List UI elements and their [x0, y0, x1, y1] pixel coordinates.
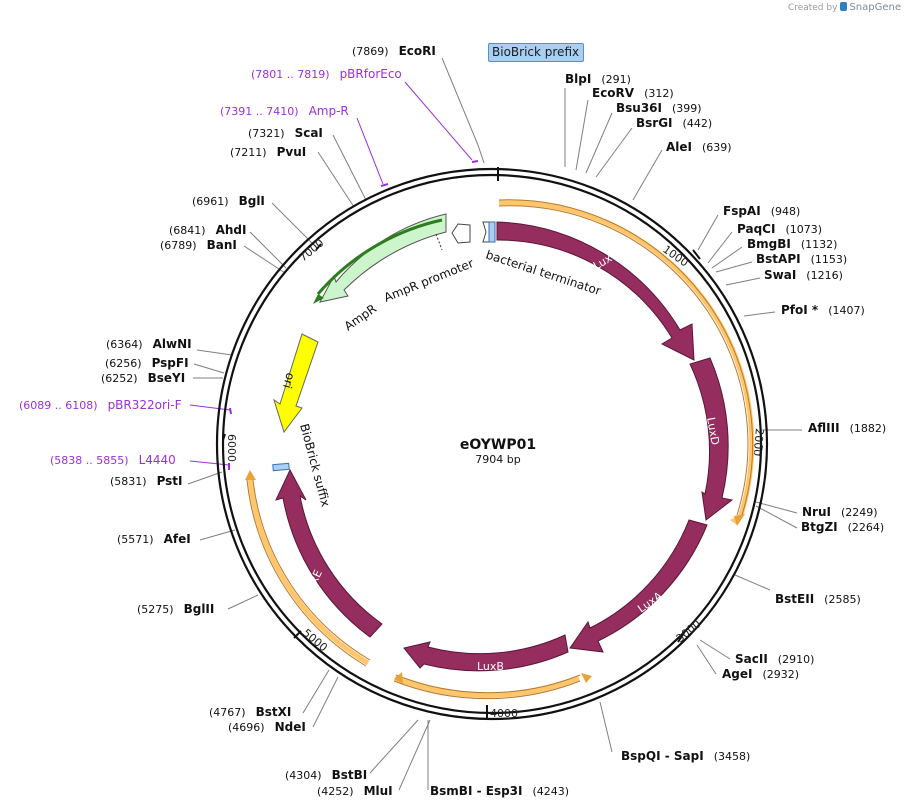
- site-bsmbi: BsmBI - Esp3I(4243): [430, 784, 569, 798]
- ampr-promoter-label: AmpR promoter: [382, 256, 476, 305]
- primer-ampr: (7391 .. 7410)Amp-R: [220, 104, 349, 118]
- tick-4000: 4000: [490, 707, 518, 720]
- luxe-arrow: [275, 468, 383, 638]
- ampr-label: AmpR: [342, 301, 379, 333]
- site-bsu36i: Bsu36I(399): [616, 101, 702, 115]
- site-labels[interactable]: (7869)EcoRI BlpI(291) EcoRV(312) Bsu36I(…: [101, 44, 886, 798]
- site-bsteii: BstEII(2585): [775, 592, 861, 606]
- site-scai: (7321)ScaI: [248, 126, 323, 140]
- site-bglii: (5275)BglII: [137, 602, 214, 616]
- plasmid-name: eOYWP01: [460, 437, 536, 453]
- orf-arc-strokes: [246, 199, 754, 700]
- site-bstbi: (4304)BstBI: [285, 768, 367, 782]
- lux-genes[interactable]: [275, 221, 734, 672]
- biobrick-prefix-marker: [488, 221, 496, 243]
- ampr-arrow: [319, 213, 447, 303]
- site-mlui: (4252)MluI: [317, 784, 393, 798]
- orf-arc-bottom: [394, 675, 580, 698]
- site-fspai: FspAI(948): [723, 204, 800, 218]
- primer-labels[interactable]: (7801 .. 7819)pBRforEco (7391 .. 7410)Am…: [19, 67, 402, 467]
- site-bstxi: (4767)BstXI: [209, 705, 291, 719]
- site-paqci: PaqCI(1073): [737, 222, 822, 236]
- site-bseyi: (6252)BseYI: [101, 371, 185, 385]
- luxa-arrow: [569, 519, 708, 653]
- ampr-outer-arc: [316, 218, 443, 295]
- site-agei: AgeI(2932): [722, 667, 799, 681]
- orf-arc-left: [247, 479, 370, 666]
- site-bgli: (6961)BglI: [192, 194, 265, 208]
- ori-arrow: [273, 333, 319, 434]
- primer-l4440: (5838 .. 5855)L4440: [50, 453, 176, 467]
- primer-pbrforeco: (7801 .. 7819)pBRforEco: [251, 67, 402, 81]
- primer-ampr-marker: [380, 183, 389, 187]
- backbone-outer-ring: [215, 167, 769, 721]
- site-sacii: SacII(2910): [735, 652, 814, 666]
- tick-7000: 7000: [297, 236, 327, 264]
- orf-arc-right: [498, 200, 755, 519]
- biobrick-suffix-marker: [272, 462, 290, 472]
- site-ahdi: (6841)AhdI: [169, 223, 246, 237]
- site-blpi: BlpI(291): [565, 72, 631, 86]
- site-afei: (5571)AfeI: [117, 532, 191, 546]
- site-alwni: (6364)AlwNI: [106, 337, 192, 351]
- biobrick-prefix-chip[interactable]: BioBrick prefix: [488, 43, 585, 62]
- luxd-label: LuxD: [704, 416, 722, 446]
- tick-3000: 3000: [674, 617, 704, 645]
- ori-feature[interactable]: ori: [273, 333, 319, 434]
- backbone-inner-ring: [221, 173, 763, 715]
- site-nrui: NruI(2249): [802, 505, 878, 519]
- site-btgzi: BtgZI(2264): [801, 520, 884, 534]
- created-by-credit: Created by SnapGene: [788, 2, 901, 13]
- tick-6000: 6000: [225, 434, 238, 462]
- orf-arcs: [247, 200, 755, 698]
- site-aflii: AflIII(1882): [808, 421, 886, 435]
- site-pspfi: (6256)PspFI: [105, 356, 189, 370]
- site-leader-lines: [187, 57, 802, 791]
- orf-arrowheads: [245, 470, 745, 684]
- site-bspqi: BspQI - SapI(3458): [621, 749, 750, 763]
- tick-2000: 2000: [751, 428, 766, 457]
- site-ecori: (7869)EcoRI: [352, 44, 436, 58]
- site-swai: SwaI(1216): [764, 268, 843, 282]
- plasmid-length: 7904 bp: [475, 453, 520, 466]
- luxb-arrow: [403, 634, 569, 672]
- site-ecorv: EcoRV(312): [592, 86, 674, 100]
- ampr-promoter-arrow: [451, 223, 471, 244]
- site-bsrgi: BsrGI(442): [636, 116, 712, 130]
- primer-pbr322ori-marker: [229, 407, 232, 415]
- site-pvui: (7211)PvuI: [230, 145, 306, 159]
- credit-text: Created by: [787, 3, 838, 13]
- primer-leader-lines: [189, 81, 473, 466]
- site-bani: (6789)BanI: [160, 238, 237, 252]
- snapgene-logo-icon: [840, 2, 848, 11]
- site-bstapi: BstAPI(1153): [756, 252, 847, 266]
- luxc-arrow: [496, 221, 695, 361]
- ampr-feature[interactable]: AmpR AmpR promoter: [313, 213, 476, 333]
- site-ndei: (4696)NdeI: [228, 720, 306, 734]
- site-bmgbi: BmgBI(1132): [747, 237, 837, 251]
- ring-ticks: [222, 167, 763, 719]
- primer-pbr322ori: (6089 .. 6108)pBR322ori-F: [19, 398, 182, 412]
- site-alei: AleI(639): [666, 140, 732, 154]
- ori-label: ori: [280, 371, 298, 390]
- luxd-arrow: [689, 357, 734, 521]
- credit-app: SnapGene: [849, 2, 901, 13]
- luxb-label: LuxB: [477, 660, 504, 673]
- primer-markers: [228, 160, 479, 470]
- site-pfoi: PfoI *(1407): [781, 303, 865, 317]
- site-psti: (5831)PstI: [110, 474, 183, 488]
- primer-pbrforeco-marker: [471, 160, 479, 163]
